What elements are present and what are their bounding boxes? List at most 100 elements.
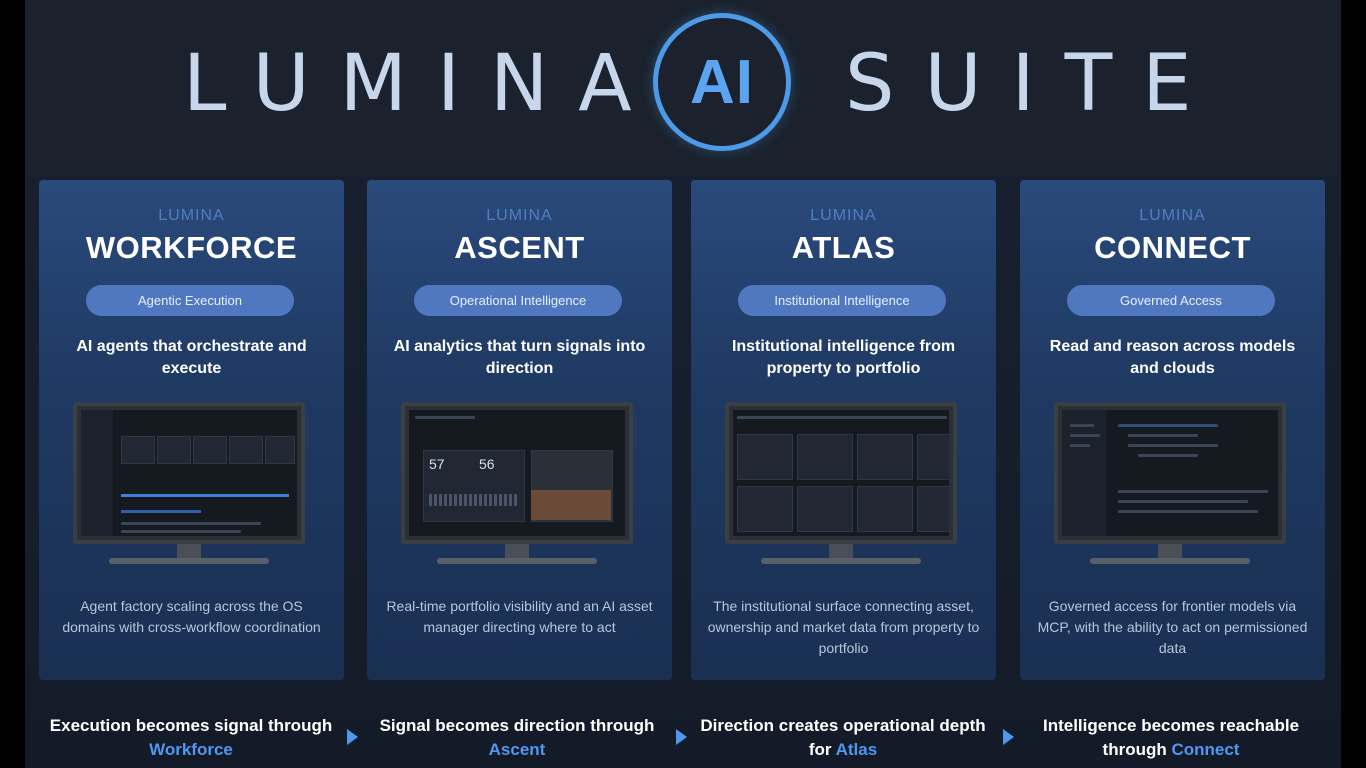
- mini-stat-card: [229, 436, 263, 464]
- flow-text: Intelligence becomes reachable through: [1042, 716, 1300, 759]
- mini-code-line: [1118, 424, 1218, 427]
- mini-row: [1070, 444, 1090, 447]
- screen-content: [733, 410, 949, 536]
- mini-sidebar: [81, 410, 113, 536]
- mini-stat-card: [121, 436, 155, 464]
- monitor-screen: [725, 402, 957, 544]
- flow-step-workforce: Execution becomes signal through Workfor…: [41, 714, 341, 762]
- mini-code-line: [1128, 444, 1218, 447]
- monitor-foot: [1090, 558, 1250, 564]
- mini-stat-card: [265, 436, 295, 464]
- flow-highlight: Atlas: [835, 740, 878, 759]
- mini-row: [1070, 424, 1094, 427]
- product-card-ascent: LUMINA ASCENT Operational Intelligence A…: [367, 180, 672, 680]
- title-left-word: LUMINA: [183, 39, 662, 129]
- monitor-neck: [1158, 544, 1182, 558]
- mini-progress-line: [121, 494, 289, 497]
- screen-metric-2: 56: [479, 456, 495, 472]
- mini-code-line: [1128, 434, 1198, 437]
- flow-text: Execution becomes signal through: [49, 716, 333, 735]
- monitor-neck: [829, 544, 853, 558]
- mini-property-card: [797, 434, 853, 480]
- monitor-foot: [109, 558, 269, 564]
- suite-overview: LUMINA AI SUITE LUMINA WORKFORCE Agentic…: [25, 0, 1341, 768]
- mini-row: [121, 530, 241, 533]
- monitor-foot: [761, 558, 921, 564]
- card-category-pill: Institutional Intelligence: [738, 285, 946, 316]
- screen-content: [1062, 410, 1278, 536]
- mini-panel: [423, 450, 525, 522]
- card-tagline: AI analytics that turn signals into dire…: [393, 338, 646, 377]
- card-name: ASCENT: [454, 230, 585, 265]
- flow-text: Direction creates operational depth for: [700, 716, 986, 759]
- mini-code-line: [1138, 454, 1198, 457]
- card-brand: LUMINA: [810, 207, 877, 224]
- mini-row: [121, 522, 261, 525]
- mini-property-card: [857, 486, 913, 532]
- card-tagline: AI agents that orchestrate and execute: [76, 338, 307, 377]
- mini-code-line: [1118, 510, 1258, 513]
- flow-highlight: Workforce: [149, 740, 233, 759]
- mini-property-card: [797, 486, 853, 532]
- card-description: Real-time portfolio visibility and an AI…: [386, 598, 653, 635]
- card-category-pill: Governed Access: [1067, 285, 1275, 316]
- title-right-word: SUITE: [845, 39, 1222, 129]
- mini-row: [415, 416, 475, 419]
- product-card-workforce: LUMINA WORKFORCE Agentic Execution AI ag…: [39, 180, 344, 680]
- screen-content: [81, 410, 297, 536]
- mini-stat-card: [157, 436, 191, 464]
- mini-progress-line: [121, 510, 201, 513]
- card-description: The institutional surface connecting ass…: [707, 598, 980, 656]
- flow-arrow-icon: [676, 729, 687, 745]
- ai-logo-ring: AI: [653, 13, 791, 151]
- mini-row: [1070, 434, 1100, 437]
- mini-code-line: [1118, 490, 1268, 493]
- monitor-neck: [177, 544, 201, 558]
- mini-tab-row: [737, 416, 947, 419]
- card-brand: LUMINA: [486, 207, 553, 224]
- monitor-screen: [1054, 402, 1286, 544]
- card-category-pill: Agentic Execution: [86, 285, 294, 316]
- flow-text: Signal becomes direction through: [379, 716, 655, 735]
- screen-metric-1: 57: [429, 456, 445, 472]
- mini-property-card: [857, 434, 913, 480]
- mini-heat-region: [531, 490, 611, 520]
- flow-step-ascent: Signal becomes direction through Ascent: [367, 714, 667, 762]
- mini-code-line: [1118, 500, 1248, 503]
- card-tagline: Read and reason across models and clouds: [1049, 338, 1296, 377]
- screen-content: 57 56: [409, 410, 625, 536]
- flow-highlight: Connect: [1171, 740, 1240, 759]
- mini-bar-chart: [429, 494, 517, 506]
- mini-property-card: [737, 486, 793, 532]
- monitor-screenshot: [73, 402, 305, 566]
- card-tagline: Institutional intelligence from property…: [731, 338, 956, 377]
- monitor-screenshot: 57 56: [401, 402, 633, 566]
- ai-logo-text: AI: [690, 47, 754, 117]
- card-description: Agent factory scaling across the OS doma…: [62, 598, 321, 635]
- monitor-foot: [437, 558, 597, 564]
- card-brand: LUMINA: [1139, 207, 1206, 224]
- card-brand: LUMINA: [158, 207, 225, 224]
- monitor-screenshot: [725, 402, 957, 566]
- card-category-pill: Operational Intelligence: [414, 285, 622, 316]
- mini-property-card: [737, 434, 793, 480]
- monitor-screenshot: [1054, 402, 1286, 566]
- flow-arrow-icon: [1003, 729, 1014, 745]
- card-description: Governed access for frontier models via …: [1037, 598, 1308, 656]
- card-name: WORKFORCE: [85, 230, 298, 265]
- product-card-atlas: LUMINA ATLAS Institutional Intelligence …: [691, 180, 996, 680]
- product-card-connect: LUMINA CONNECT Governed Access Read and …: [1020, 180, 1325, 680]
- monitor-screen: 57 56: [401, 402, 633, 544]
- flow-step-atlas: Direction creates operational depth for …: [693, 714, 993, 762]
- mini-property-card: [917, 486, 949, 532]
- monitor-screen: [73, 402, 305, 544]
- flow-step-connect: Intelligence becomes reachable through C…: [1021, 714, 1321, 762]
- flow-arrow-icon: [347, 729, 358, 745]
- monitor-neck: [505, 544, 529, 558]
- mini-stat-card: [193, 436, 227, 464]
- card-name: ATLAS: [791, 230, 896, 265]
- mini-file-tree: [1062, 410, 1106, 536]
- card-name: CONNECT: [1094, 230, 1251, 265]
- mini-property-card: [917, 434, 949, 480]
- flow-highlight: Ascent: [488, 740, 546, 759]
